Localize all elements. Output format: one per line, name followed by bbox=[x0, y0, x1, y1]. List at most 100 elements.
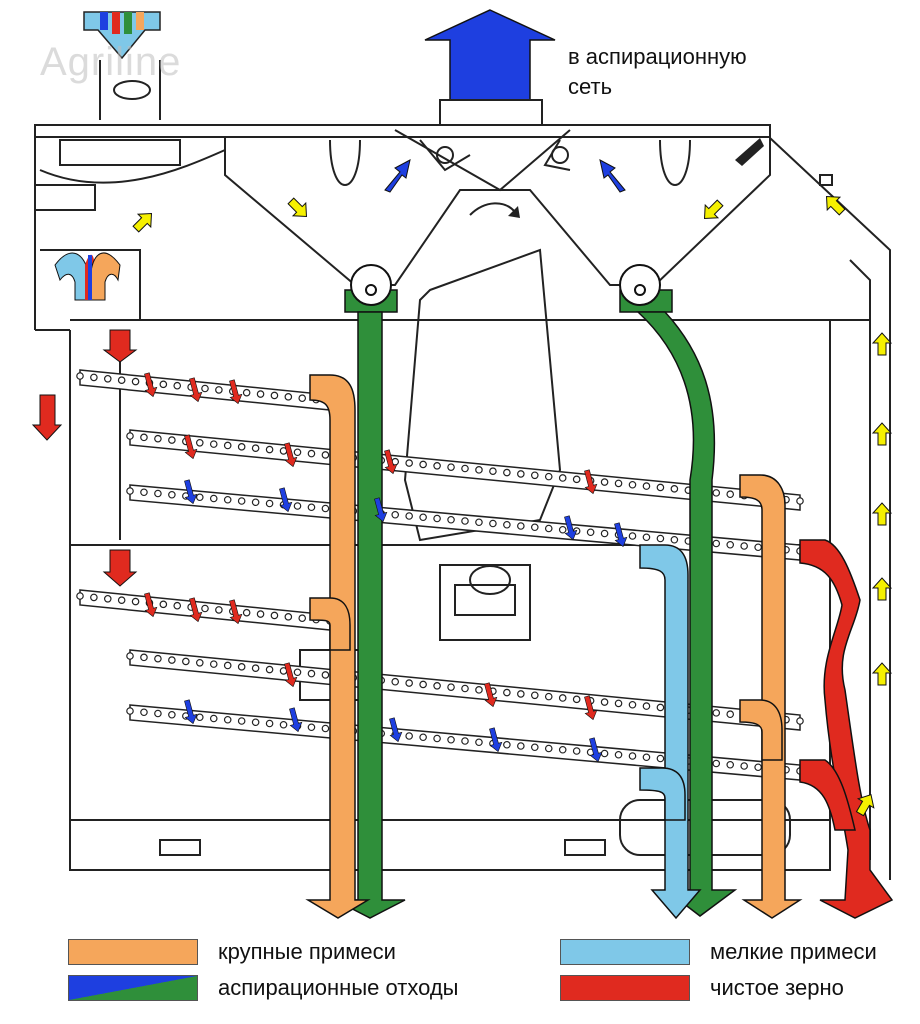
roller bbox=[284, 613, 293, 621]
yellow-arrow bbox=[871, 422, 893, 446]
roller bbox=[433, 461, 441, 470]
roller bbox=[117, 376, 126, 384]
roller bbox=[461, 684, 469, 693]
roller bbox=[168, 710, 176, 719]
legend-label-aspiration: аспирационные отходы bbox=[218, 975, 459, 1000]
sieve-arrow bbox=[384, 449, 398, 475]
roller bbox=[307, 449, 316, 458]
legend-aspiration: аспирационные отходы bbox=[68, 973, 458, 1003]
roller bbox=[215, 386, 223, 394]
roller bbox=[628, 532, 637, 540]
roller bbox=[489, 467, 497, 476]
feed-distribution-arrows bbox=[31, 252, 138, 587]
roller bbox=[642, 702, 651, 710]
roller bbox=[503, 688, 511, 697]
roller bbox=[293, 448, 302, 457]
yellow-arrow bbox=[871, 662, 893, 686]
roller bbox=[433, 734, 441, 743]
fan-left bbox=[344, 264, 398, 313]
roller bbox=[600, 529, 609, 538]
roller bbox=[209, 660, 218, 668]
sieve-arrow bbox=[374, 497, 388, 523]
sieve-arrow bbox=[229, 599, 243, 625]
roller bbox=[209, 714, 218, 723]
yellow-arrow bbox=[132, 212, 153, 233]
fine-impurity-flow bbox=[639, 544, 702, 920]
roller bbox=[237, 497, 246, 505]
roller bbox=[419, 460, 427, 469]
roller bbox=[628, 480, 637, 489]
roller bbox=[215, 606, 223, 614]
roller bbox=[433, 514, 441, 523]
roller bbox=[321, 504, 330, 513]
roller bbox=[237, 443, 246, 451]
roller bbox=[558, 745, 567, 754]
roller bbox=[154, 489, 162, 498]
roller bbox=[572, 475, 581, 484]
roller bbox=[209, 494, 218, 503]
aspiration-outlet-arrow bbox=[424, 9, 556, 126]
roller bbox=[201, 604, 209, 613]
legend-clean: чистое зерно bbox=[560, 973, 844, 1003]
legend-label-fine: мелкие примеси bbox=[710, 939, 877, 964]
roller bbox=[503, 740, 511, 749]
roller bbox=[572, 747, 581, 755]
sieve-arrow bbox=[489, 727, 503, 753]
roller bbox=[726, 710, 735, 719]
roller bbox=[270, 391, 279, 400]
roller bbox=[503, 468, 511, 477]
roller bbox=[656, 703, 665, 712]
roller bbox=[726, 490, 735, 499]
roller bbox=[131, 597, 140, 606]
rotation-arrow bbox=[469, 202, 520, 218]
roller bbox=[270, 611, 279, 620]
roller bbox=[461, 737, 469, 745]
roller bbox=[642, 753, 651, 762]
roller bbox=[140, 653, 148, 662]
roller bbox=[168, 490, 176, 499]
roller bbox=[405, 732, 413, 740]
roller bbox=[796, 497, 804, 505]
sieve-arrow bbox=[189, 377, 203, 403]
legend-swatch-aspiration bbox=[68, 975, 198, 1001]
roller bbox=[103, 374, 112, 383]
roller bbox=[90, 373, 98, 382]
roller bbox=[307, 723, 316, 732]
sieve-arrow bbox=[389, 717, 403, 743]
legend-swatch-clean bbox=[560, 975, 690, 1001]
roller bbox=[307, 503, 316, 512]
roller bbox=[433, 681, 441, 690]
roller bbox=[405, 679, 413, 687]
roller bbox=[223, 661, 232, 670]
roller bbox=[173, 601, 182, 610]
roller bbox=[586, 528, 595, 537]
roller bbox=[307, 669, 316, 678]
sieve-arrow bbox=[184, 699, 198, 725]
roller bbox=[489, 519, 497, 528]
roller bbox=[126, 487, 134, 495]
roller bbox=[712, 489, 721, 497]
yellow-arrows bbox=[132, 195, 893, 817]
roller bbox=[530, 743, 539, 752]
roller bbox=[754, 543, 762, 552]
down-arrows-upper bbox=[31, 329, 138, 587]
roller bbox=[195, 493, 204, 502]
roller bbox=[544, 472, 553, 481]
roller bbox=[712, 539, 721, 548]
roller bbox=[461, 464, 469, 473]
roller bbox=[90, 593, 98, 602]
roller bbox=[614, 479, 623, 488]
roller bbox=[223, 715, 232, 724]
roller bbox=[126, 652, 134, 660]
sieve-arrow bbox=[589, 737, 603, 763]
roller bbox=[251, 664, 260, 672]
roller bbox=[517, 690, 525, 698]
roller bbox=[237, 717, 246, 725]
black-direction-arrow bbox=[735, 138, 764, 166]
roller bbox=[447, 515, 455, 524]
aspiration-network-label: в аспирационную сеть bbox=[568, 42, 808, 102]
yellow-arrow bbox=[825, 195, 846, 216]
yellow-arrow bbox=[855, 793, 875, 817]
roller bbox=[796, 717, 804, 725]
